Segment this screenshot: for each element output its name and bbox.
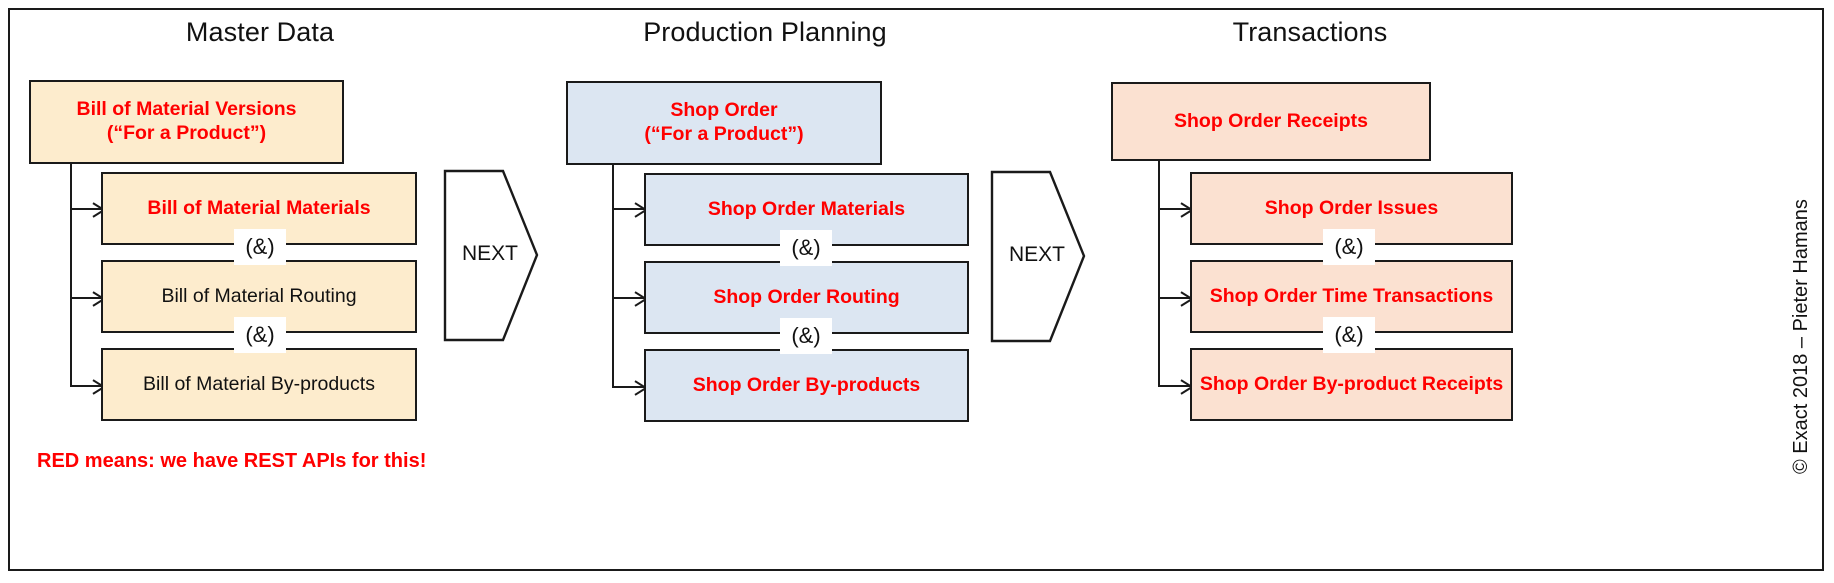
column-title-production-planning: Production Planning <box>643 17 887 47</box>
gate-and-tr-1: (&) <box>1323 229 1375 265</box>
connector-branch-pp-2 <box>612 297 644 299</box>
box-bill-of-material-versions[interactable]: Bill of Material Versions (“For a Produc… <box>29 80 344 164</box>
box-shop-order-time-transactions[interactable]: Shop Order Time Transactions <box>1190 260 1513 333</box>
connector-branch-md-2 <box>70 297 102 299</box>
box-label: Bill of Material By-products <box>143 372 375 395</box>
connector-branch-tr-3 <box>1158 385 1190 387</box>
gate-and-pp-1: (&) <box>780 230 832 266</box>
box-label-line1: Bill of Material Versions <box>76 98 297 121</box>
legend-red-means: RED means: we have REST APIs for this! <box>37 450 427 472</box>
connector-branch-md-1 <box>70 208 102 210</box>
box-shop-order[interactable]: Shop Order (“For a Product”) <box>566 81 882 165</box>
box-shop-order-by-product-receipts[interactable]: Shop Order By-product Receipts <box>1190 348 1513 421</box>
box-label: Bill of Material Materials <box>147 196 371 219</box>
box-bill-of-material-by-products[interactable]: Bill of Material By-products <box>101 348 417 421</box>
next-connector-2[interactable] <box>990 170 1086 343</box>
next-connector-1-label: NEXT <box>461 242 518 265</box>
column-title-master-data: Master Data <box>185 17 335 47</box>
gate-and-md-1: (&) <box>234 229 286 265</box>
box-label: Bill of Material Routing <box>161 284 357 307</box>
box-label: Bill of Material Versions (“For a Produc… <box>71 98 303 146</box>
box-label: Shop Order Time Transactions <box>1209 284 1494 307</box>
box-label: Shop Order (“For a Product”) <box>638 99 809 147</box>
connector-branch-tr-1 <box>1158 208 1190 210</box>
box-label: Shop Order By-products <box>692 373 921 396</box>
box-label: Shop Order Routing <box>713 285 900 308</box>
box-shop-order-receipts[interactable]: Shop Order Receipts <box>1111 82 1431 161</box>
gate-and-tr-2: (&) <box>1323 317 1375 353</box>
connector-trunk-production-planning <box>612 165 614 388</box>
connector-branch-pp-1 <box>612 208 644 210</box>
box-label-line1: Shop Order <box>670 99 778 122</box>
connector-trunk-master-data <box>70 164 72 387</box>
gate-and-md-2: (&) <box>234 317 286 353</box>
gate-and-pp-2: (&) <box>780 318 832 354</box>
connector-trunk-transactions <box>1158 161 1160 387</box>
copyright-notice: © Exact 2018 – Pieter Hamans <box>1790 199 1812 474</box>
box-label: Shop Order Issues <box>1264 196 1439 219</box>
next-connector-1[interactable] <box>443 169 539 342</box>
connector-branch-pp-3 <box>612 386 644 388</box>
box-label: Shop Order Materials <box>707 197 906 220</box>
next-connector-2-label: NEXT <box>1008 243 1065 266</box>
box-shop-order-by-products[interactable]: Shop Order By-products <box>644 349 969 422</box>
box-label-line2: (“For a Product”) <box>644 123 804 145</box>
box-label: Shop Order By-product Receipts <box>1199 372 1504 395</box>
box-label-line2: (“For a Product”) <box>106 122 267 144</box>
column-title-transactions: Transactions <box>1232 17 1388 47</box>
connector-branch-md-3 <box>70 385 102 387</box>
connector-branch-tr-2 <box>1158 297 1190 299</box>
box-label: Shop Order Receipts <box>1174 109 1368 132</box>
